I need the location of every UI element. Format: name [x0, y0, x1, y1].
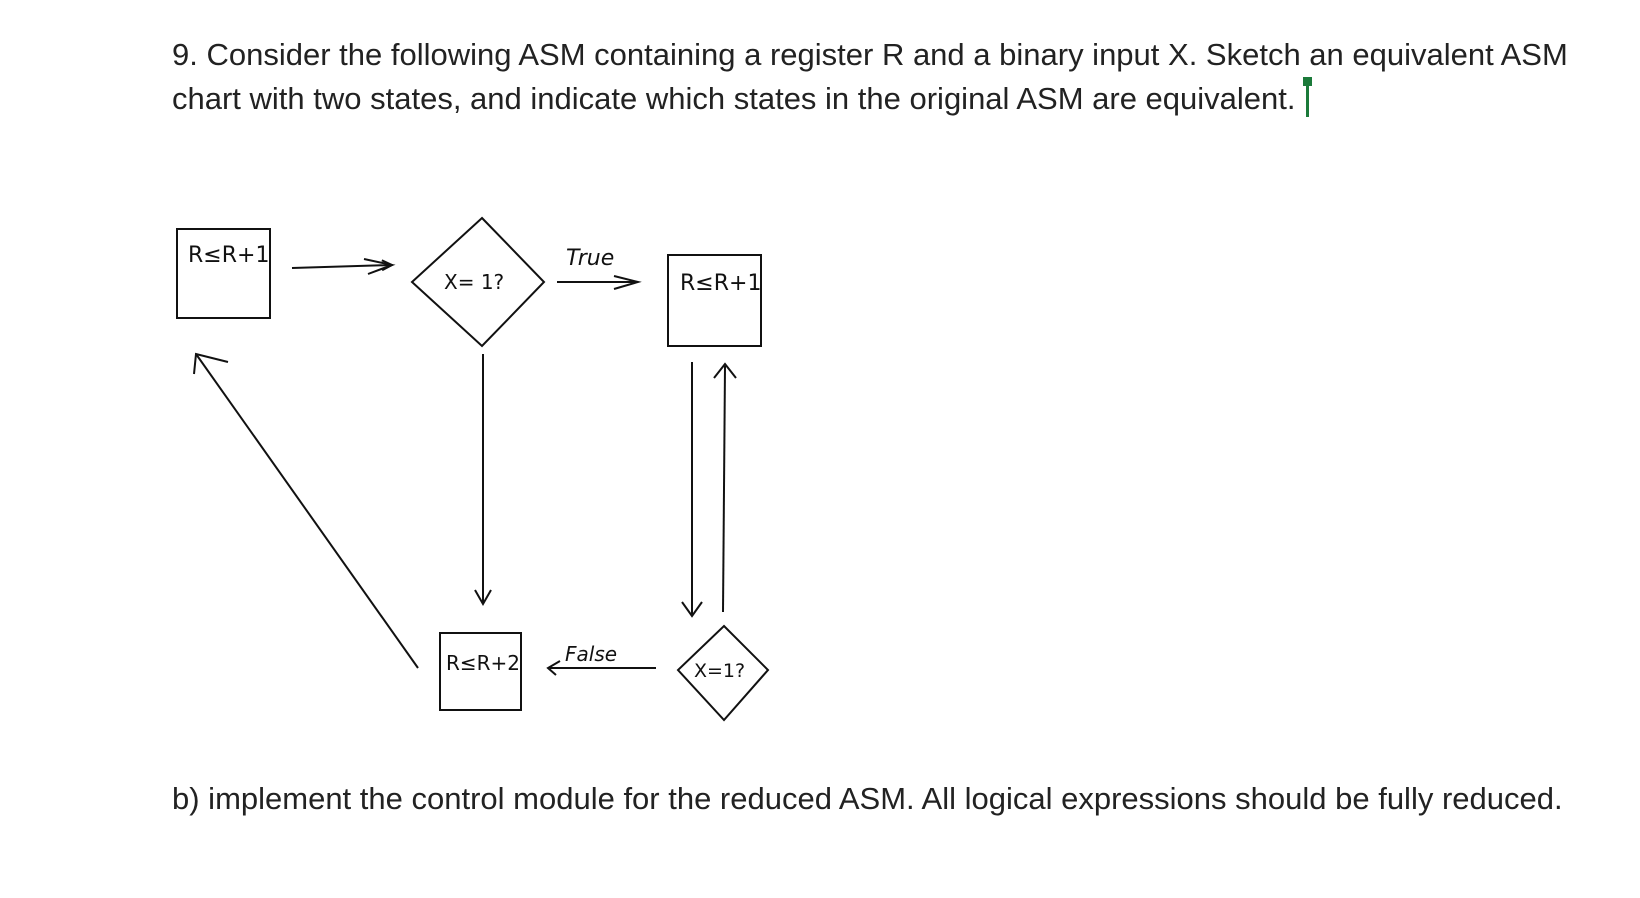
question-text: 9. Consider the following ASM containing…: [172, 33, 1592, 121]
false-label: False: [565, 642, 617, 666]
state-box-bottom: [439, 632, 522, 711]
text-cursor-icon: [1302, 77, 1312, 117]
part-b-text: b) implement the control module for the …: [172, 781, 1563, 816]
decision-diamond-top: [410, 216, 546, 348]
true-label: True: [566, 246, 614, 271]
arrow-head-top-left-icon: [363, 258, 396, 275]
decision-top-label: X= 1?: [444, 270, 504, 294]
arrow-head-down-left-icon: [474, 589, 492, 607]
arrow-head-return-icon: [193, 352, 229, 375]
arrow-head-true-icon: [613, 275, 642, 290]
arrow-head-down-right-icon: [681, 601, 703, 618]
arrow-bottom-to-top-left: [195, 353, 419, 669]
state-box-top-left: [176, 228, 271, 319]
arrow-head-false-icon: [546, 660, 561, 676]
arrow-top-left-to-decision: [291, 265, 392, 268]
decision-bottom-label: X=1?: [694, 660, 745, 682]
arrow-head-up-right-icon: [713, 362, 737, 379]
state-bottom-label: R≤R+2: [446, 651, 520, 675]
arrow-decision-to-top-right: [722, 365, 726, 613]
decision-diamond-bottom: [676, 624, 770, 722]
state-box-top-right: [667, 254, 762, 347]
state-top-right-label: R≤R+1: [680, 271, 761, 296]
question-body: 9. Consider the following ASM containing…: [172, 37, 1568, 116]
state-top-left-label: R≤R+1: [188, 243, 269, 268]
